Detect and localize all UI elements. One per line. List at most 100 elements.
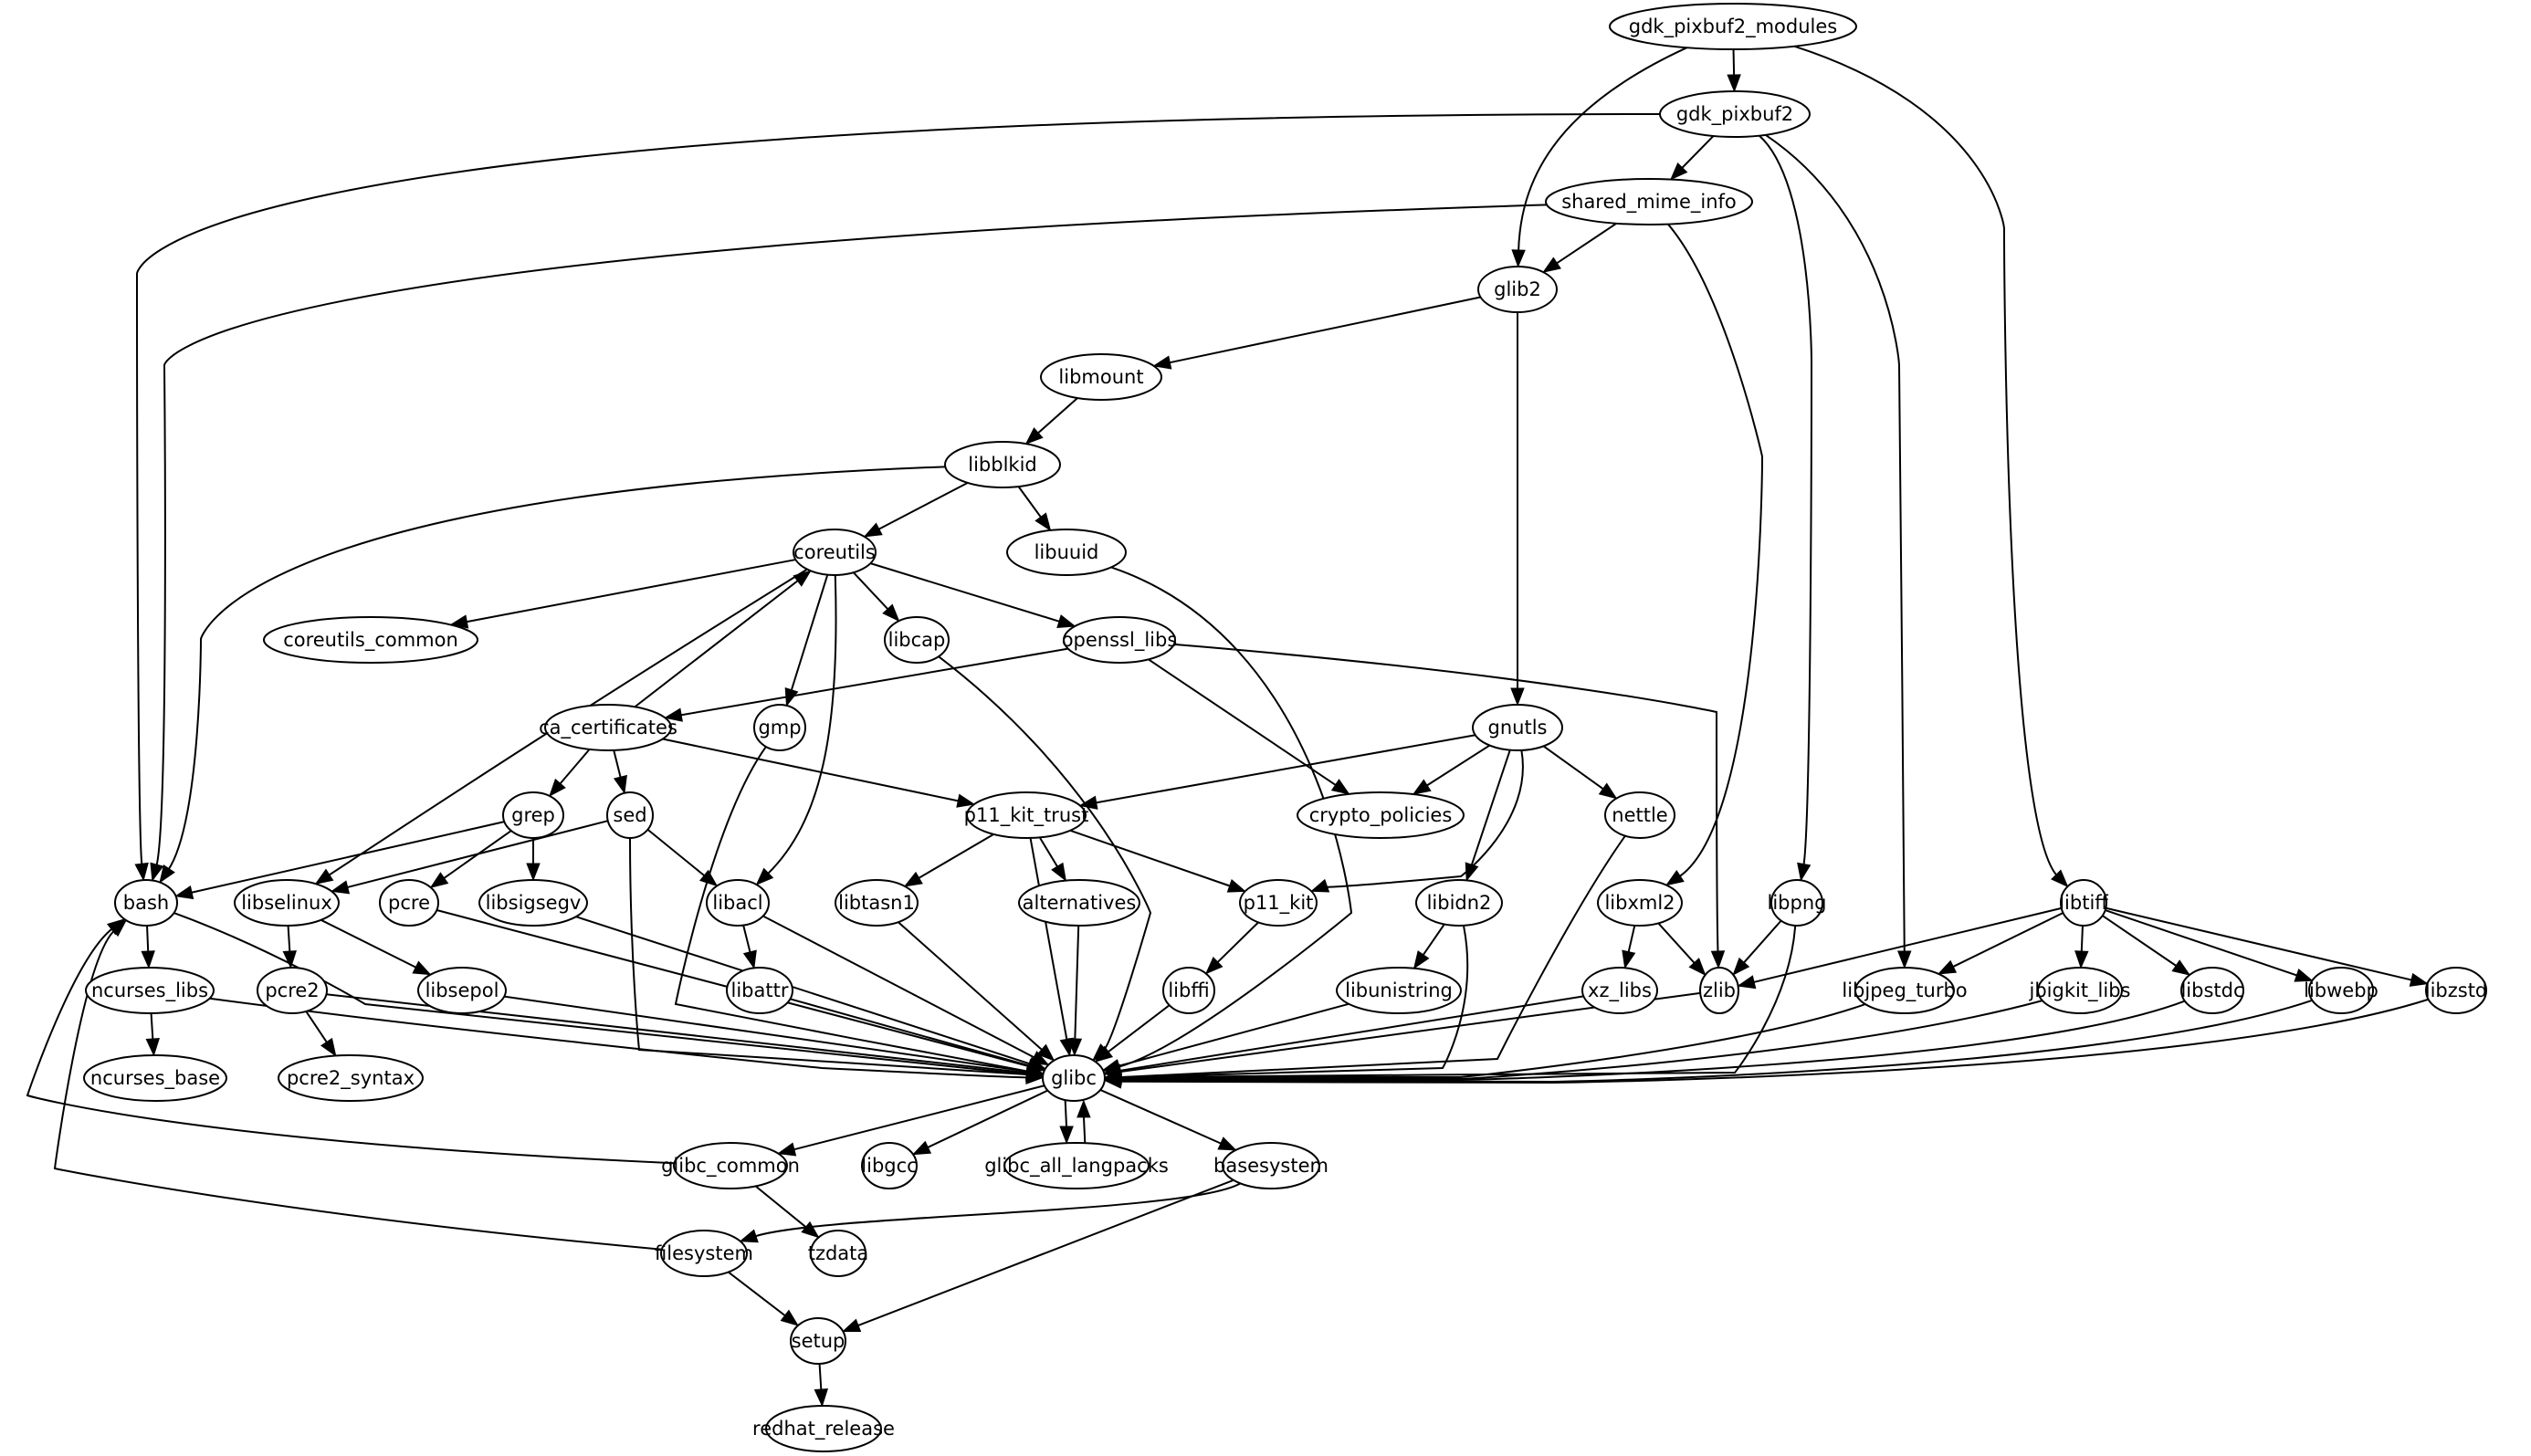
node-coreutils[interactable]: coreutils [793,529,877,576]
node-libstdc[interactable]: libstdc [2180,967,2244,1014]
edge-line [678,647,1068,717]
node-filesystem[interactable]: filesystem [655,1230,753,1277]
node-openssl_libs[interactable]: openssl_libs [1062,616,1178,664]
node-shape [1222,1142,1320,1189]
node-label: libjpeg_turbo [1842,979,1967,1002]
node-libacl[interactable]: libacl [706,879,770,927]
arrowhead-icon [1076,1099,1091,1118]
edge-openssl_libs-to-crypto_policies [1148,658,1350,795]
node-libmount[interactable]: libmount [1040,353,1162,401]
node-libtiff[interactable]: libtiff [2059,879,2108,927]
node-pcre2[interactable]: pcre2 [257,967,328,1014]
node-coreutils_common[interactable]: coreutils_common [263,616,478,664]
node-setup[interactable]: setup [790,1317,846,1365]
node-shape [257,967,328,1014]
node-label: libgcc [861,1155,917,1177]
node-libpng[interactable]: libpng [1768,879,1827,927]
node-gdk_pixbuf2_modules[interactable]: gdk_pixbuf2_modules [1609,3,1857,50]
arrowhead-icon [1036,1043,1055,1062]
node-nettle[interactable]: nettle [1604,791,1675,839]
edge-line [1424,744,1490,788]
node-label: ncurses_base [90,1067,220,1090]
edge-shared_mime_info-to-bash [150,204,1548,882]
node-label: glibc_common [661,1155,800,1178]
node-libsepol[interactable]: libsepol [417,967,507,1014]
node-grep[interactable]: grep [502,791,564,839]
edge-glib2-to-libmount [1152,296,1481,370]
node-libattr[interactable]: libattr [726,967,793,1014]
node-tzdata[interactable]: tzdata [808,1230,869,1277]
node-ncurses_base[interactable]: ncurses_base [83,1054,227,1102]
node-p11_kit_trust[interactable]: p11_kit_trust [964,791,1089,839]
edge-line [1168,296,1481,364]
node-glibc_all_langpacks[interactable]: glibc_all_langpacks [984,1142,1169,1189]
node-libblkid[interactable]: libblkid [944,441,1061,488]
node-libselinux[interactable]: libselinux [234,879,340,927]
node-libunistring[interactable]: libunistring [1336,967,1462,1014]
node-glib2[interactable]: glib2 [1477,266,1558,313]
edge-gnutls-to-nettle [1542,745,1618,800]
edge-coreutils-to-openssl_libs [870,562,1076,628]
arrowhead-icon [1067,1038,1083,1057]
node-ncurses_libs[interactable]: ncurses_libs [85,967,215,1014]
node-libsigsegv[interactable]: libsigsegv [478,879,588,927]
node-libffi[interactable]: libffi [1162,967,1215,1014]
node-redhat_release[interactable]: redhat_release [752,1405,895,1452]
node-gdk_pixbuf2[interactable]: gdk_pixbuf2 [1659,90,1811,138]
edge-line [856,1178,1234,1327]
node-shared_mime_info[interactable]: shared_mime_info [1545,178,1753,225]
node-label: filesystem [655,1242,753,1264]
edge-ca_certificates-to-grep [549,749,591,798]
arrowhead-icon [1732,957,1750,976]
arrowhead-icon [1737,975,1757,990]
node-crypto_policies[interactable]: crypto_policies [1297,791,1465,839]
node-gnutls[interactable]: gnutls [1472,704,1563,751]
edge-libsigsegv-to-glibc [575,916,1047,1071]
node-shape [1609,3,1857,50]
node-libjpeg_turbo[interactable]: libjpeg_turbo [1842,967,1968,1014]
node-libzstd[interactable]: libzstd [2425,967,2488,1014]
edge-libtiff-to-libstdc [2102,915,2191,976]
node-label: libzstd [2425,979,2488,1001]
edge-glibc-to-libgcc [911,1089,1048,1156]
node-shape [606,791,654,839]
arrowhead-icon [2074,950,2089,969]
node-jbigkit_libs[interactable]: jbigkit_libs [2029,967,2131,1014]
node-alternatives[interactable]: alternatives [1018,879,1140,927]
node-libidn2[interactable]: libidn2 [1415,879,1503,927]
edge-ncurses_libs-to-ncurses_base [145,1012,160,1057]
node-pcre[interactable]: pcre [379,879,439,927]
arrowhead-icon [801,1220,820,1239]
node-shape [1018,879,1140,927]
edge-line [2106,906,2414,981]
edge-line [790,998,1032,1067]
edge-sed-to-libacl [646,829,719,887]
node-pcre2_syntax[interactable]: pcre2_syntax [278,1054,424,1102]
node-ca_certificates[interactable]: ca_certificates [539,704,677,751]
edge-line [766,574,837,875]
node-xz_libs[interactable]: xz_libs [1581,967,1658,1014]
edge-p11_kit_trust-to-alternatives [1038,836,1066,882]
arrowhead-icon [2294,968,2314,982]
node-libuuid[interactable]: libuuid [1006,529,1127,576]
node-libgcc[interactable]: libgcc [861,1142,918,1189]
edge-p11_kit_trust-to-glibc [1029,837,1074,1057]
node-gmp[interactable]: gmp [753,704,806,751]
node-basesystem[interactable]: basesystem [1213,1142,1329,1189]
edge-libblkid-to-libuuid [1017,486,1052,532]
node-libxml2[interactable]: libxml2 [1597,879,1683,927]
node-p11_kit[interactable]: p11_kit [1239,879,1318,927]
edge-line [155,204,1548,867]
node-label: zlib [1703,979,1736,1001]
edge-line [1173,643,1719,954]
node-bash[interactable]: bash [114,879,178,927]
node-sed[interactable]: sed [606,791,654,839]
node-libcap[interactable]: libcap [884,616,950,664]
node-zlib[interactable]: zlib [1699,967,1739,1014]
node-label: pcre2_syntax [287,1067,415,1090]
node-libtasn1[interactable]: libtasn1 [835,879,919,927]
node-glibc_common[interactable]: glibc_common [661,1142,800,1189]
node-label: alternatives [1023,892,1137,914]
node-libwebp[interactable]: libwebp [2304,967,2379,1014]
node-glibc[interactable]: glibc [1042,1054,1106,1102]
